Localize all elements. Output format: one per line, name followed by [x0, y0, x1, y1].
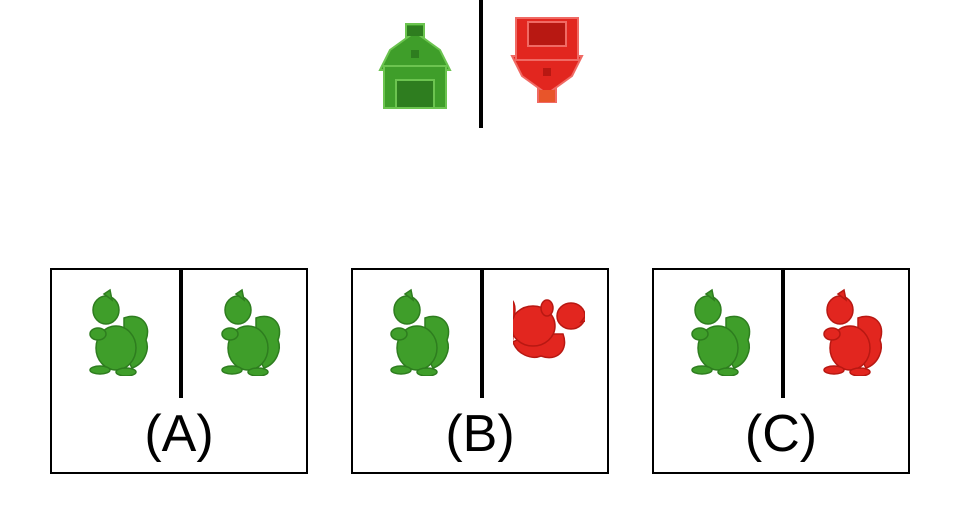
red-squirrel-icon — [814, 288, 886, 377]
option-label: (B) — [445, 405, 515, 463]
green-squirrel-icon — [682, 288, 754, 377]
green-barn-icon — [376, 22, 454, 110]
red-squirrel-rotated-icon — [504, 288, 592, 376]
red-barn-upside-down-icon — [508, 16, 588, 104]
option-a[interactable]: (A) — [50, 268, 308, 474]
green-squirrel-icon — [381, 288, 453, 377]
option-label: (C) — [744, 405, 818, 463]
option-c[interactable]: (C) — [652, 268, 910, 474]
option-divider — [179, 270, 183, 398]
option-b[interactable]: (B) — [351, 268, 609, 474]
prompt-divider — [479, 0, 483, 128]
option-divider — [480, 270, 484, 398]
option-divider — [781, 270, 785, 398]
option-label: (A) — [144, 405, 214, 463]
green-squirrel-icon — [80, 288, 152, 377]
green-squirrel-icon — [212, 288, 284, 377]
